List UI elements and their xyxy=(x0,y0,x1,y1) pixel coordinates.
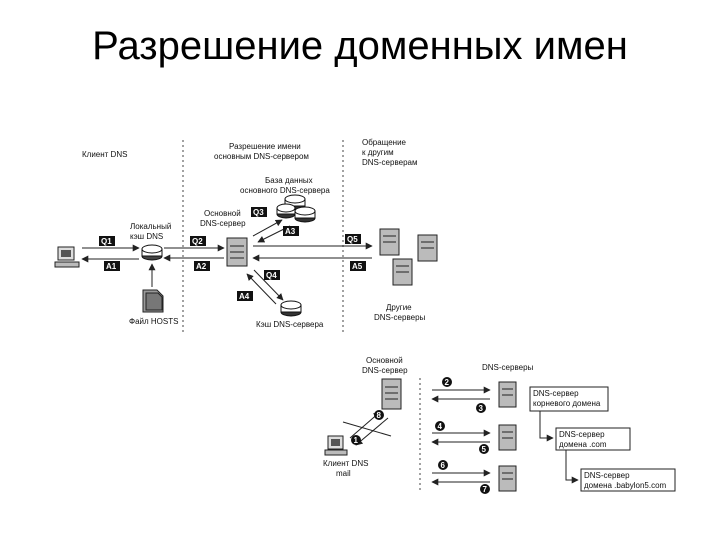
bottom-diagram: Основной DNS-сервер DNS-серверы 2 3 4 xyxy=(323,356,676,494)
local-cache-label: Локальный xyxy=(130,222,171,231)
local-cache-icon xyxy=(141,244,163,261)
hosts-file-label: Файл HOSTS xyxy=(129,317,178,326)
step-6-circle: 6 xyxy=(441,461,446,470)
server-cache-label: Кэш DNS-сервера xyxy=(256,320,324,329)
a5-tag: A5 xyxy=(352,262,363,271)
a4-arrow xyxy=(246,273,277,305)
bottom-client-computer-icon xyxy=(324,435,348,456)
step-8-arrow xyxy=(355,417,389,446)
q3-tag: Q3 xyxy=(253,208,264,217)
q4-tag: Q4 xyxy=(266,271,277,280)
q4-arrow xyxy=(253,269,284,301)
root-to-com-connector xyxy=(539,411,554,442)
com-domain-box-label: DNS-сервер xyxy=(559,430,605,439)
local-cache-label-2: кэш DNS xyxy=(130,232,163,241)
hosts-file-icon xyxy=(142,289,164,313)
step-2-circle: 2 xyxy=(445,378,450,387)
a1-tag: A1 xyxy=(106,262,117,271)
bottom-client-label-2: mail xyxy=(336,469,351,478)
com-domain-box-label-2: домена .com xyxy=(559,440,607,449)
q1-tag: Q1 xyxy=(101,237,112,246)
com-to-babylon5-connector xyxy=(565,450,579,484)
com-server-icon xyxy=(498,424,517,451)
main-server-label-2: DNS-сервер xyxy=(200,219,246,228)
q3-arrow xyxy=(252,219,283,237)
com-domain-box xyxy=(555,427,631,451)
root-domain-box-label: DNS-сервер xyxy=(533,389,579,398)
step-8-circle: 8 xyxy=(377,411,382,420)
root-domain-box-label-2: корневого домена xyxy=(533,399,601,408)
a2-tag: A2 xyxy=(196,262,207,271)
step-7-circle: 7 xyxy=(483,485,488,494)
q5-tag: Q5 xyxy=(347,235,358,244)
zone-client-label: Клиент DNS xyxy=(82,150,127,159)
main-server-icon xyxy=(226,237,248,267)
root-server-icon xyxy=(498,381,517,408)
client-link-bar xyxy=(342,421,392,437)
babylon5-domain-box xyxy=(580,468,676,492)
other-servers-label: Другие xyxy=(386,303,412,312)
zone-others-label-2: к другим xyxy=(362,148,394,157)
q2-tag: Q2 xyxy=(192,237,203,246)
babylon5-domain-box-label: DNS-сервер xyxy=(584,471,630,480)
a4-tag: A4 xyxy=(239,292,250,301)
database-icon xyxy=(276,194,316,223)
a3-tag: A3 xyxy=(285,227,296,236)
zone-resolve-label-2: основным DNS-сервером xyxy=(214,152,309,161)
bottom-main-server-label: Основной xyxy=(366,356,403,365)
bottom-client-label: Клиент DNS xyxy=(323,459,368,468)
zone-others-label: Обращение xyxy=(362,138,407,147)
other-servers-label-2: DNS-серверы xyxy=(374,313,426,322)
dns-servers-label: DNS-серверы xyxy=(482,363,534,372)
bottom-main-server-icon xyxy=(381,378,402,410)
top-diagram: Клиент DNS Разрешение имени основным DNS… xyxy=(54,138,438,335)
main-server-label: Основной xyxy=(204,209,241,218)
other-servers-icon xyxy=(379,228,438,286)
step-3-circle: 3 xyxy=(479,404,484,413)
babylon5-server-icon xyxy=(498,465,517,492)
server-cache-icon xyxy=(280,300,302,317)
bottom-main-server-label-2: DNS-сервер xyxy=(362,366,408,375)
step-1-circle: 1 xyxy=(354,436,359,445)
babylon5-domain-box-label-2: домена .babylon5.com xyxy=(584,481,667,490)
step-5-circle: 5 xyxy=(482,445,487,454)
database-label-2: основного DNS-сервера xyxy=(240,186,330,195)
slide-title: Разрешение доменных имен xyxy=(92,24,628,68)
database-label: База данных xyxy=(265,176,313,185)
zone-resolve-label: Разрешение имени xyxy=(229,142,301,151)
zone-others-label-3: DNS-серверам xyxy=(362,158,417,167)
step-4-circle: 4 xyxy=(438,422,443,431)
client-computer-icon xyxy=(54,246,80,268)
root-domain-box xyxy=(529,386,609,412)
